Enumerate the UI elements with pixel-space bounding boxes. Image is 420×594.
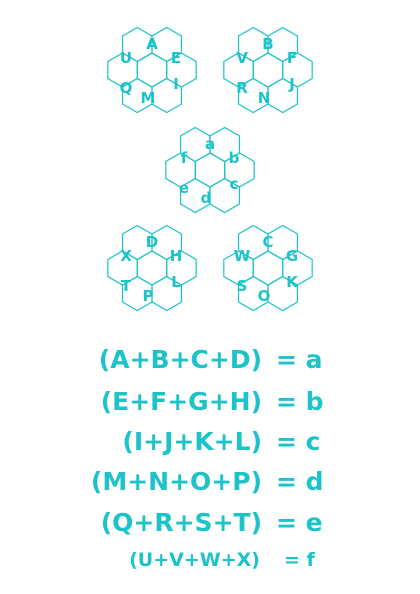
hex-letter: K (286, 273, 299, 291)
hex-letter: f (181, 149, 188, 167)
equation-row: (U+V+W+X) = f (0, 546, 420, 586)
hex-cell (252, 52, 284, 88)
hex-letter: H (170, 247, 183, 265)
hex-letter: D (146, 233, 158, 251)
equation-lhs: (E+F+G+H) (100, 387, 262, 416)
equation-rhs: = d (276, 467, 324, 496)
hex-letter: O (258, 287, 271, 305)
hex-letter: M (141, 89, 156, 107)
hex-letter: V (236, 49, 248, 67)
hex-cell (194, 152, 226, 188)
equation-lhs: (Q+R+S+T) (100, 508, 262, 537)
hex-letter: d (201, 189, 212, 207)
hex-letter: b (229, 149, 240, 167)
hex-letter: e (179, 179, 189, 197)
equation-lhs: (M+N+O+P) (90, 467, 262, 496)
hex-letter: F (287, 49, 297, 67)
hex-letter: G (286, 247, 298, 265)
hex-cell (136, 52, 168, 88)
equation-rhs: = f (284, 549, 315, 571)
hex-cell (151, 77, 183, 114)
hex-cell (136, 250, 168, 286)
equation-lhs: (U+V+W+X) (129, 549, 260, 571)
hex-letter: J (288, 75, 295, 93)
hex-letter: E (171, 49, 181, 67)
equation-lhs: (A+B+C+D) (98, 345, 262, 374)
hex-cell (209, 177, 241, 214)
hex-letter: Q (120, 79, 133, 97)
hex-letter: T (121, 277, 132, 295)
hex-letter: P (143, 287, 154, 305)
hex-letter: L (171, 273, 181, 291)
hex-cell (267, 77, 299, 114)
hex-cell (252, 250, 284, 286)
hex-letter: c (230, 175, 239, 193)
hex-letter: U (120, 49, 132, 67)
hex-letter: X (120, 247, 132, 265)
equation-rhs: = c (276, 427, 321, 456)
hex-letter: W (234, 247, 251, 265)
hex-letter: N (258, 89, 271, 107)
hex-letter: a (205, 135, 215, 153)
hex-cell (267, 275, 299, 312)
hex-cell (151, 275, 183, 312)
equation-rhs: = e (276, 508, 323, 537)
hex-letter: A (146, 35, 158, 53)
equation-row: (Q+R+S+T) = e (0, 505, 420, 545)
equation-lhs: (I+J+K+L) (122, 427, 262, 456)
equation-row: (A+B+C+D) = a (0, 342, 420, 382)
hex-letter: R (236, 79, 248, 97)
hex-letter: B (262, 35, 273, 53)
hex-letter: C (262, 233, 273, 251)
hex-letter: S (237, 277, 248, 295)
hex-letter: I (173, 75, 179, 93)
equation-row: (I+J+K+L) = c (0, 424, 420, 464)
equation-row: (M+N+O+P) = d (0, 464, 420, 504)
equation-row: (E+F+G+H) = b (0, 384, 420, 424)
equation-rhs: = b (276, 387, 324, 416)
equation-rhs: = a (276, 345, 323, 374)
